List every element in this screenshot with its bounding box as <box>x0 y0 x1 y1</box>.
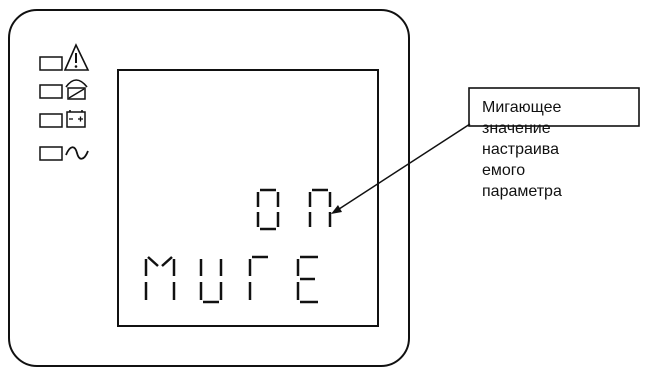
lcd-digit-m <box>144 256 176 300</box>
indicator-led <box>39 84 63 99</box>
callout-text: Мигающее значение настраива емого параме… <box>482 97 642 202</box>
battery-icon <box>66 110 86 128</box>
indicator-led <box>39 56 63 71</box>
indicator-row-ac <box>39 146 89 161</box>
callout-arrow <box>331 123 471 214</box>
warning-triangle-icon <box>63 43 90 71</box>
lcd-digit-e <box>296 255 318 304</box>
lcd-line-2 <box>144 255 318 304</box>
callout-line: емого <box>482 162 526 179</box>
indicator-led <box>39 113 63 128</box>
indicator-row-bypass <box>39 79 88 100</box>
callout-line: настраива <box>482 141 560 158</box>
bypass-arc-icon <box>65 79 88 100</box>
ac-wave-icon <box>65 146 89 160</box>
lcd-digit-0 <box>256 188 280 231</box>
callout-box <box>468 87 640 127</box>
indicator-row-battery <box>39 110 86 128</box>
callout-line: параметра <box>482 183 562 200</box>
lcd-digit-i <box>199 259 223 304</box>
lcd-digit-p <box>308 188 332 227</box>
lcd-display <box>117 69 379 327</box>
indicator-led <box>39 146 63 161</box>
callout-line: Мигающее <box>482 99 562 116</box>
lcd-line-1 <box>256 188 332 231</box>
lcd-digit-g <box>248 255 268 300</box>
indicator-row-warning <box>39 43 90 71</box>
callout-line: значение <box>482 120 551 137</box>
